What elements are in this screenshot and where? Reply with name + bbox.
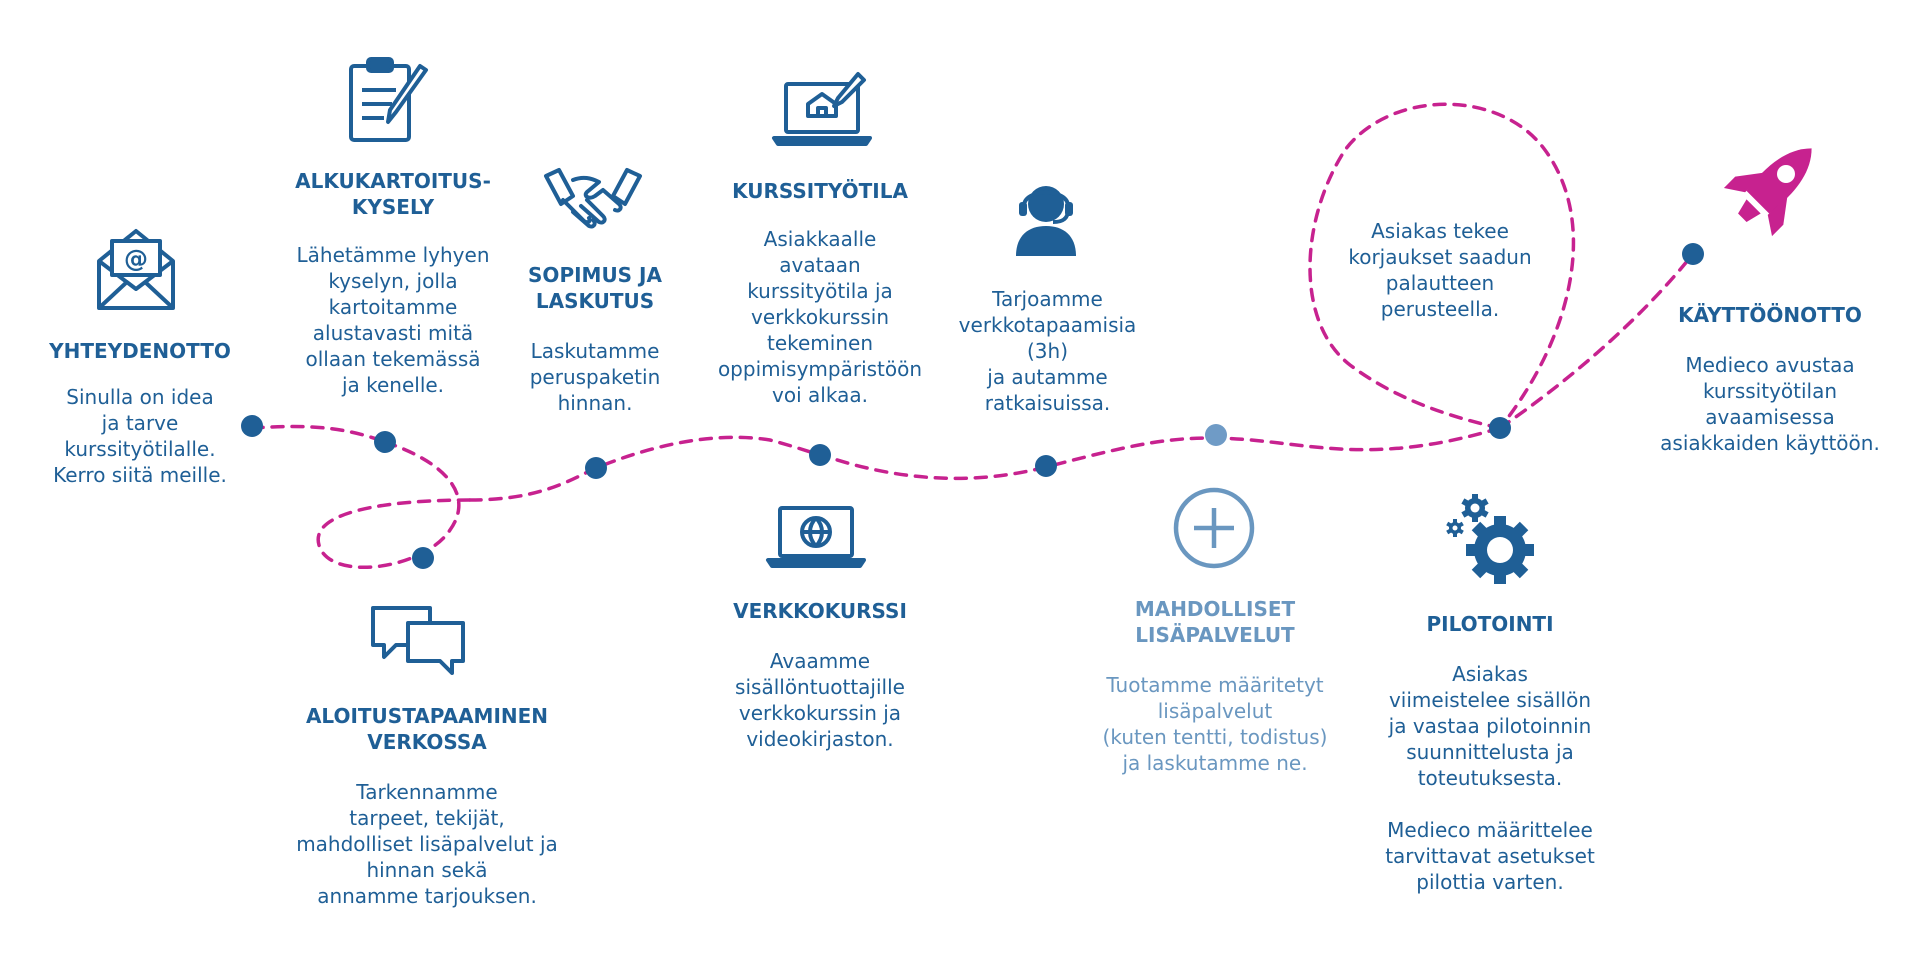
dot-alkukartoitus	[374, 431, 396, 453]
step-title: SOPIMUS JA LASKUTUS	[528, 263, 662, 313]
step-title: MAHDOLLISET LISÄPALVELUT	[1134, 597, 1296, 647]
svg-text:@: @	[124, 245, 148, 273]
dot-pilotointi	[1489, 417, 1511, 439]
step-text: Laskutamme peruspaketin hinnan.	[529, 339, 661, 415]
dot-aloitustapaaminen	[412, 547, 434, 569]
step-title: ALOITUSTAPAAMINEN VERKOSSA	[305, 704, 549, 754]
milestone-dots	[241, 243, 1704, 569]
step-aloitustapaaminen: ALOITUSTAPAAMINEN VERKOSSA Tarkennamme t…	[272, 703, 582, 909]
step-text: Medieco avustaa kurssityötilan avaamises…	[1660, 353, 1880, 455]
laptop-globe-icon	[766, 506, 866, 568]
dot-sopimus	[585, 457, 607, 479]
laptop-edit-icon	[772, 72, 872, 146]
step-title: VERKKOKURSSI	[733, 599, 907, 623]
dot-tarjoamme	[1035, 455, 1057, 477]
step-text: Tarjoamme verkkotapaamisia (3h) ja autam…	[958, 287, 1137, 415]
step-title: KÄYTTÖÖNOTTO	[1678, 303, 1862, 327]
step-title: YHTEYDENOTTO	[49, 339, 231, 363]
step-tarjoamme: Tarjoamme verkkotapaamisia (3h) ja autam…	[935, 286, 1160, 416]
step-yhteydenotto: YHTEYDENOTTO Sinulla on idea ja tarve ku…	[25, 338, 255, 488]
step-verkkokurssi: VERKKOKURSSI Avaamme sisällöntuottajille…	[705, 598, 935, 752]
step-kayttoonotto: KÄYTTÖÖNOTTO Medieco avustaa kurssityöti…	[1645, 302, 1895, 456]
headset-user-icon	[1016, 186, 1076, 256]
plus-circle-icon	[1173, 487, 1255, 569]
step-kurssityotila: KURSSITYÖTILA Asiakkaalle avataan kurssi…	[700, 178, 940, 408]
step-text: Lähetämme lyhyen kyselyn, jolla kartoita…	[296, 243, 490, 397]
handshake-icon	[544, 168, 642, 229]
gears-icon	[1446, 494, 1534, 584]
envelope-icon: @	[97, 229, 175, 310]
step-lisapalvelut: MAHDOLLISET LISÄPALVELUT Tuotamme määrit…	[1090, 596, 1340, 776]
step-title: ALKUKARTOITUS- KYSELY	[295, 169, 491, 219]
step-text: Tuotamme määritetyt lisäpalvelut (kuten …	[1102, 673, 1328, 775]
path-segment-start	[250, 424, 387, 444]
step-text: Asiakas tekee korjaukset saadun palautte…	[1348, 219, 1532, 321]
dot-kayttoonotto	[1682, 243, 1704, 265]
step-pilotointi: PILOTOINTI Asiakas viimeistelee sisällön…	[1370, 611, 1610, 895]
step-text: Tarkennamme tarpeet, tekijät, mahdollise…	[296, 780, 558, 908]
dot-yhteydenotto	[241, 415, 263, 437]
chat-icon	[371, 606, 465, 675]
path-segment-end	[1498, 252, 1695, 430]
step-alkukartoitus: ALKUKARTOITUS- KYSELY Lähetämme lyhyen k…	[268, 168, 518, 398]
step-sopimus: SOPIMUS JA LASKUTUS Laskutamme peruspake…	[505, 262, 685, 416]
path-loop-large	[1308, 102, 1576, 430]
step-text: Sinulla on idea ja tarve kurssityötilall…	[53, 385, 227, 487]
clipboard-icon	[349, 57, 428, 142]
step-text: Asiakas viimeistelee sisällön ja vastaa …	[1385, 662, 1595, 894]
dot-lisapalvelut	[1205, 424, 1227, 446]
rocket-icon	[1723, 148, 1812, 237]
step-text: Asiakkaalle avataan kurssityötila ja ver…	[717, 227, 923, 407]
step-title: PILOTOINTI	[1426, 612, 1554, 636]
step-korjaukset: Asiakas tekee korjaukset saadun palautte…	[1330, 218, 1550, 322]
step-text: Avaamme sisällöntuottajille verkkokurssi…	[735, 649, 905, 751]
path-loop-small	[316, 440, 472, 569]
step-title: KURSSITYÖTILA	[732, 179, 908, 203]
dot-kurssityotila	[809, 444, 831, 466]
path-wave	[468, 426, 1502, 502]
